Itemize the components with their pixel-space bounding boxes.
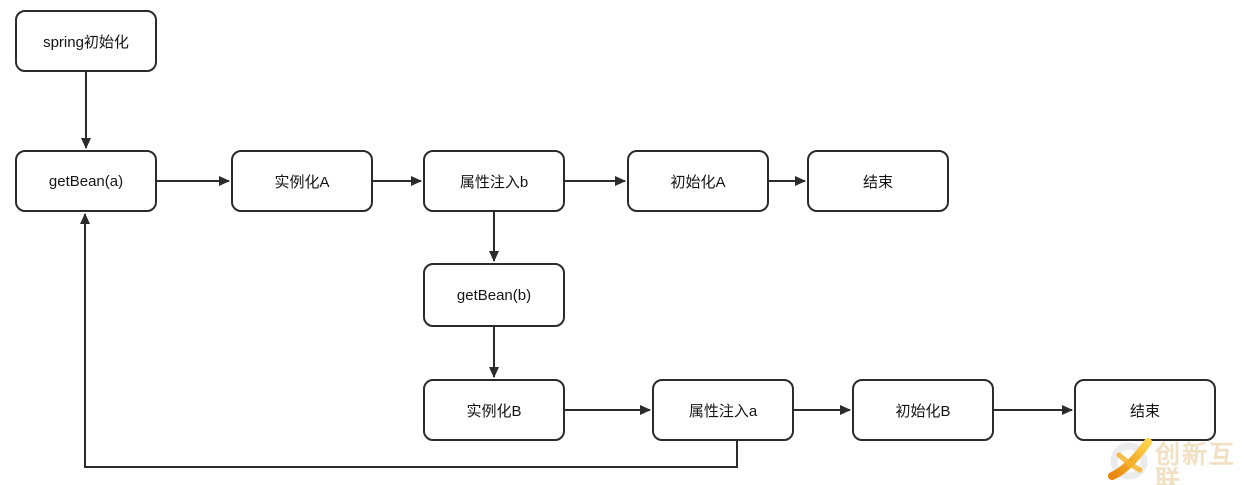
node-label: 属性注入b [459,173,529,191]
edge-injecta-getbeana-loop [80,213,738,468]
node-init-b: 初始化B [852,379,994,441]
node-label: 结束 [862,173,893,191]
node-instantiate-a: 实例化A [231,150,373,212]
node-label: 实例化A [274,173,330,191]
node-end-b: 结束 [1074,379,1216,441]
node-label: 结束 [1129,402,1160,420]
node-label: getBean(b) [456,286,532,304]
node-label: 初始化B [895,402,951,420]
node-label: getBean(a) [48,172,124,190]
node-init-a: 初始化A [627,150,769,212]
node-getbean-b: getBean(b) [423,263,565,327]
node-label: 初始化A [670,173,726,191]
watermark-text-block: 创新互联 [1155,437,1244,485]
node-end-a: 结束 [807,150,949,212]
cxhl-logo-icon [1108,438,1152,480]
node-inject-b: 属性注入b [423,150,565,212]
node-label: spring初始化 [43,33,129,51]
node-inject-a: 属性注入a [652,379,794,441]
node-label: 属性注入a [688,402,758,420]
node-label: 实例化B [466,402,522,420]
watermark-text: 创新互联 [1155,441,1237,485]
node-getbean-a: getBean(a) [15,150,157,212]
node-instantiate-b: 实例化B [423,379,565,441]
node-spring-init: spring初始化 [15,10,157,72]
watermark: 创新互联 [1106,437,1244,485]
